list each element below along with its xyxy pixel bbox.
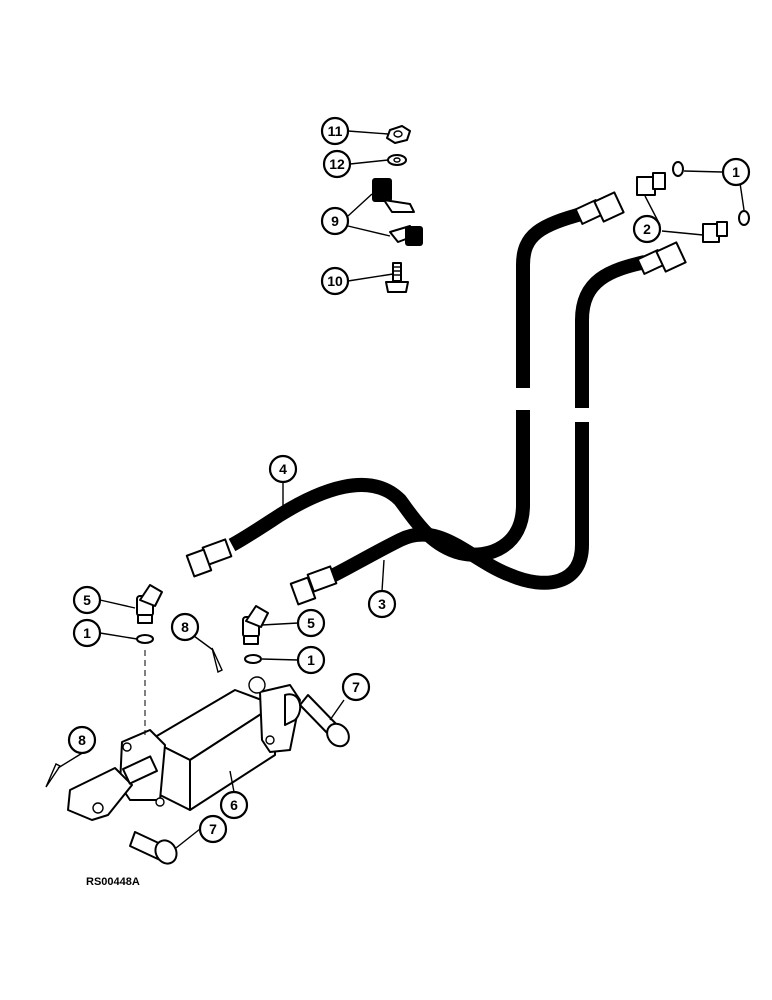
hose-4-end-fitting bbox=[185, 538, 233, 578]
callout-8-lower: 8 bbox=[67, 725, 97, 755]
hose-clamp-part-lower bbox=[389, 225, 423, 246]
callout-6: 6 bbox=[219, 790, 249, 820]
hose-4-top-fitting bbox=[574, 191, 625, 225]
svg-text:5: 5 bbox=[83, 592, 91, 608]
lock-washer-part bbox=[387, 154, 407, 166]
elbow-fitting-part-left bbox=[136, 584, 163, 624]
cotter-pin-part-lower bbox=[45, 763, 62, 788]
hose-3-end-fitting bbox=[289, 565, 338, 606]
callout-1-middle: 1 bbox=[296, 645, 326, 675]
hose-3 bbox=[326, 255, 647, 590]
svg-text:7: 7 bbox=[209, 821, 217, 837]
hydraulic-cylinder-part bbox=[67, 676, 302, 821]
svg-text:3: 3 bbox=[378, 596, 386, 612]
svg-text:2: 2 bbox=[643, 221, 651, 237]
svg-text:1: 1 bbox=[83, 625, 91, 641]
svg-text:12: 12 bbox=[329, 156, 345, 172]
callout-5-left: 5 bbox=[72, 585, 102, 615]
o-ring-part-left bbox=[136, 634, 154, 644]
svg-text:9: 9 bbox=[331, 213, 339, 229]
callout-1-left: 1 bbox=[72, 618, 102, 648]
hose-3-top-fitting bbox=[636, 241, 687, 275]
hose-4 bbox=[228, 206, 587, 562]
svg-text:11: 11 bbox=[328, 123, 343, 139]
callout-12: 12 bbox=[322, 149, 352, 179]
clevis-pin-part-bottom bbox=[129, 831, 178, 865]
cotter-pin-part-upper bbox=[211, 647, 223, 674]
svg-text:8: 8 bbox=[181, 619, 189, 635]
svg-text:7: 7 bbox=[352, 679, 360, 695]
svg-text:1: 1 bbox=[732, 164, 740, 180]
o-ring-part-top bbox=[672, 161, 684, 177]
svg-text:1: 1 bbox=[307, 652, 315, 668]
elbow-fitting-part-right bbox=[242, 605, 269, 645]
callout-7-right: 7 bbox=[341, 672, 371, 702]
callout-9: 9 bbox=[320, 206, 350, 236]
callout-2: 2 bbox=[632, 214, 662, 244]
o-ring-part-middle bbox=[244, 654, 262, 664]
callout-10: 10 bbox=[320, 266, 350, 296]
leader-lines bbox=[57, 130, 745, 849]
nut-part bbox=[386, 125, 411, 144]
svg-text:8: 8 bbox=[78, 732, 86, 748]
figure-reference-code: RS00448A bbox=[86, 876, 140, 888]
clevis-pin-part-right bbox=[299, 694, 350, 748]
callout-4: 4 bbox=[268, 454, 298, 484]
svg-text:5: 5 bbox=[307, 615, 315, 631]
callout-1-top-right: 1 bbox=[721, 157, 751, 187]
callout-5-right: 5 bbox=[296, 608, 326, 638]
adapter-fitting-part-lower bbox=[702, 221, 728, 243]
bolt-part bbox=[385, 262, 409, 293]
callout-7-bottom: 7 bbox=[198, 814, 228, 844]
hose-clamp-part-upper bbox=[372, 178, 415, 213]
callout-11: 11 bbox=[320, 116, 350, 146]
svg-text:4: 4 bbox=[279, 461, 287, 477]
o-ring-part-right bbox=[738, 210, 750, 226]
callout-3: 3 bbox=[367, 589, 397, 619]
callout-8-upper: 8 bbox=[170, 612, 200, 642]
adapter-fitting-part-upper bbox=[636, 172, 666, 196]
svg-text:10: 10 bbox=[327, 273, 343, 289]
svg-text:6: 6 bbox=[230, 797, 238, 813]
